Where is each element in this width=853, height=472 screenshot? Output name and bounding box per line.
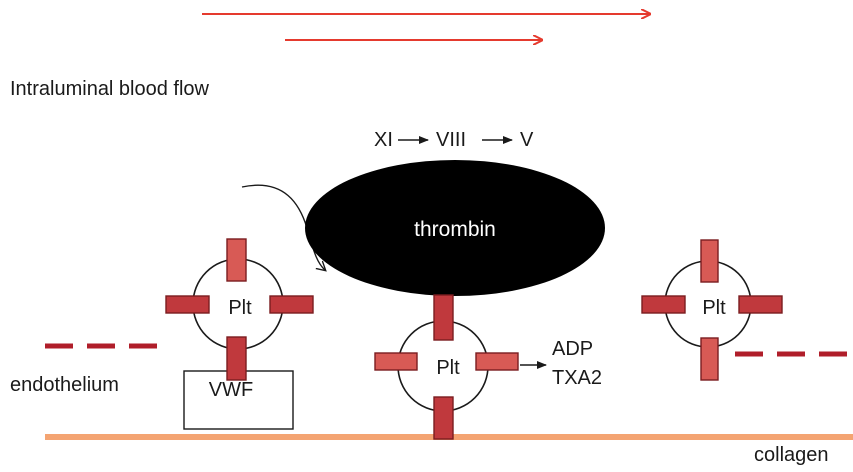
vwf-label: VWF <box>209 379 253 401</box>
platelet-center-receptor-left <box>375 353 417 370</box>
cascade-v-label: V <box>520 129 534 151</box>
platelet-center-label: Plt <box>436 357 460 379</box>
platelet-left-receptor-top <box>227 239 246 281</box>
platelet-left-receptor-right <box>270 296 313 313</box>
platelet-center-receptor-bottom <box>434 397 453 439</box>
platelet-center-receptor-top <box>434 295 453 340</box>
collagen-label: collagen <box>754 444 829 466</box>
platelet-right-receptor-right <box>739 296 782 313</box>
platelet-right-receptor-top <box>701 240 718 282</box>
platelet-center-receptor-right <box>476 353 518 370</box>
platelet-left-receptor-left <box>166 296 209 313</box>
endothelium-label: endothelium <box>10 374 119 396</box>
platelet-center: Plt <box>375 295 518 439</box>
platelet-right-receptor-left <box>642 296 685 313</box>
platelet-left-label: Plt <box>228 297 252 319</box>
thrombin-label: thrombin <box>414 218 496 241</box>
cascade-viii-label: VIII <box>436 129 466 151</box>
platelet-right: Plt <box>642 240 782 380</box>
flow-label: Intraluminal blood flow <box>10 78 210 100</box>
platelet-right-receptor-bottom <box>701 338 718 380</box>
cascade-xi-label: XI <box>374 129 393 151</box>
platelet-right-label: Plt <box>702 297 726 319</box>
adp-label: ADP <box>552 338 593 360</box>
platelet-left: Plt <box>166 239 313 380</box>
txa2-label: TXA2 <box>552 367 602 389</box>
platelet-left-receptor-bottom <box>227 337 246 380</box>
